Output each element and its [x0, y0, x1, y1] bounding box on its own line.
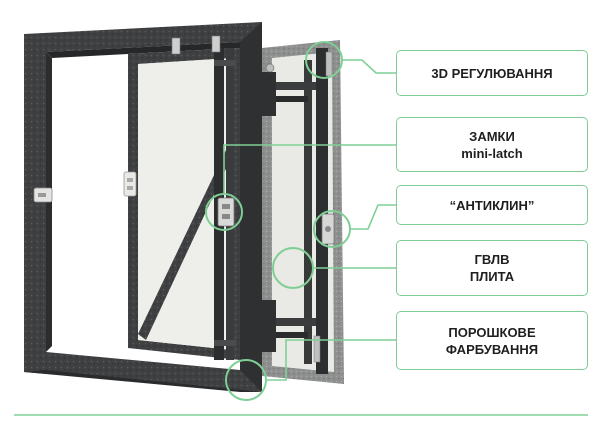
label-gypsum-board: ГВЛВ ПЛИТА — [396, 240, 588, 296]
connector-lines — [223, 59, 396, 381]
label-anti-wedge: “АНТИКЛИН” — [396, 185, 588, 225]
hinge-bottom — [262, 300, 321, 363]
top-bolts — [171, 35, 221, 55]
label-gypsum-board-line1: ГВЛВ — [474, 252, 510, 267]
outer-frame — [24, 22, 262, 392]
label-powder-coating-line1: ПОРОШКОВЕ — [448, 324, 536, 340]
door-leaf — [262, 40, 344, 384]
label-gypsum-board-line2: ПЛИТА — [469, 269, 515, 284]
anti-wedge-pin — [321, 213, 335, 245]
label-3d-adjustment-line1: 3D РЕГУЛЮВАННЯ — [431, 65, 553, 81]
label-anti-wedge-line1: “АНТИКЛИН” — [449, 197, 535, 213]
label-powder-coating: ПОРОШКОВЕ ФАРБУВАННЯ — [396, 311, 588, 370]
label-locks-line1: ЗАМКИ — [469, 128, 515, 144]
frame-latch-left — [33, 187, 53, 203]
hinge-top — [262, 51, 333, 116]
sash-latch — [123, 171, 137, 197]
label-3d-adjustment: 3D РЕГУЛЮВАННЯ — [396, 50, 588, 96]
label-powder-coating-line2: ФАРБУВАННЯ — [445, 341, 539, 357]
label-locks: ЗАМКИ mini-latch — [396, 117, 588, 172]
label-locks-line2: mini-latch — [461, 145, 523, 161]
connector-anti-wedge — [350, 204, 396, 230]
bottom-divider — [14, 414, 588, 416]
connector-adjustment — [342, 59, 396, 74]
mini-latch-lock — [217, 197, 235, 227]
inner-sash — [128, 48, 240, 360]
connector-coating — [266, 339, 396, 381]
connector-lock — [223, 144, 396, 194]
